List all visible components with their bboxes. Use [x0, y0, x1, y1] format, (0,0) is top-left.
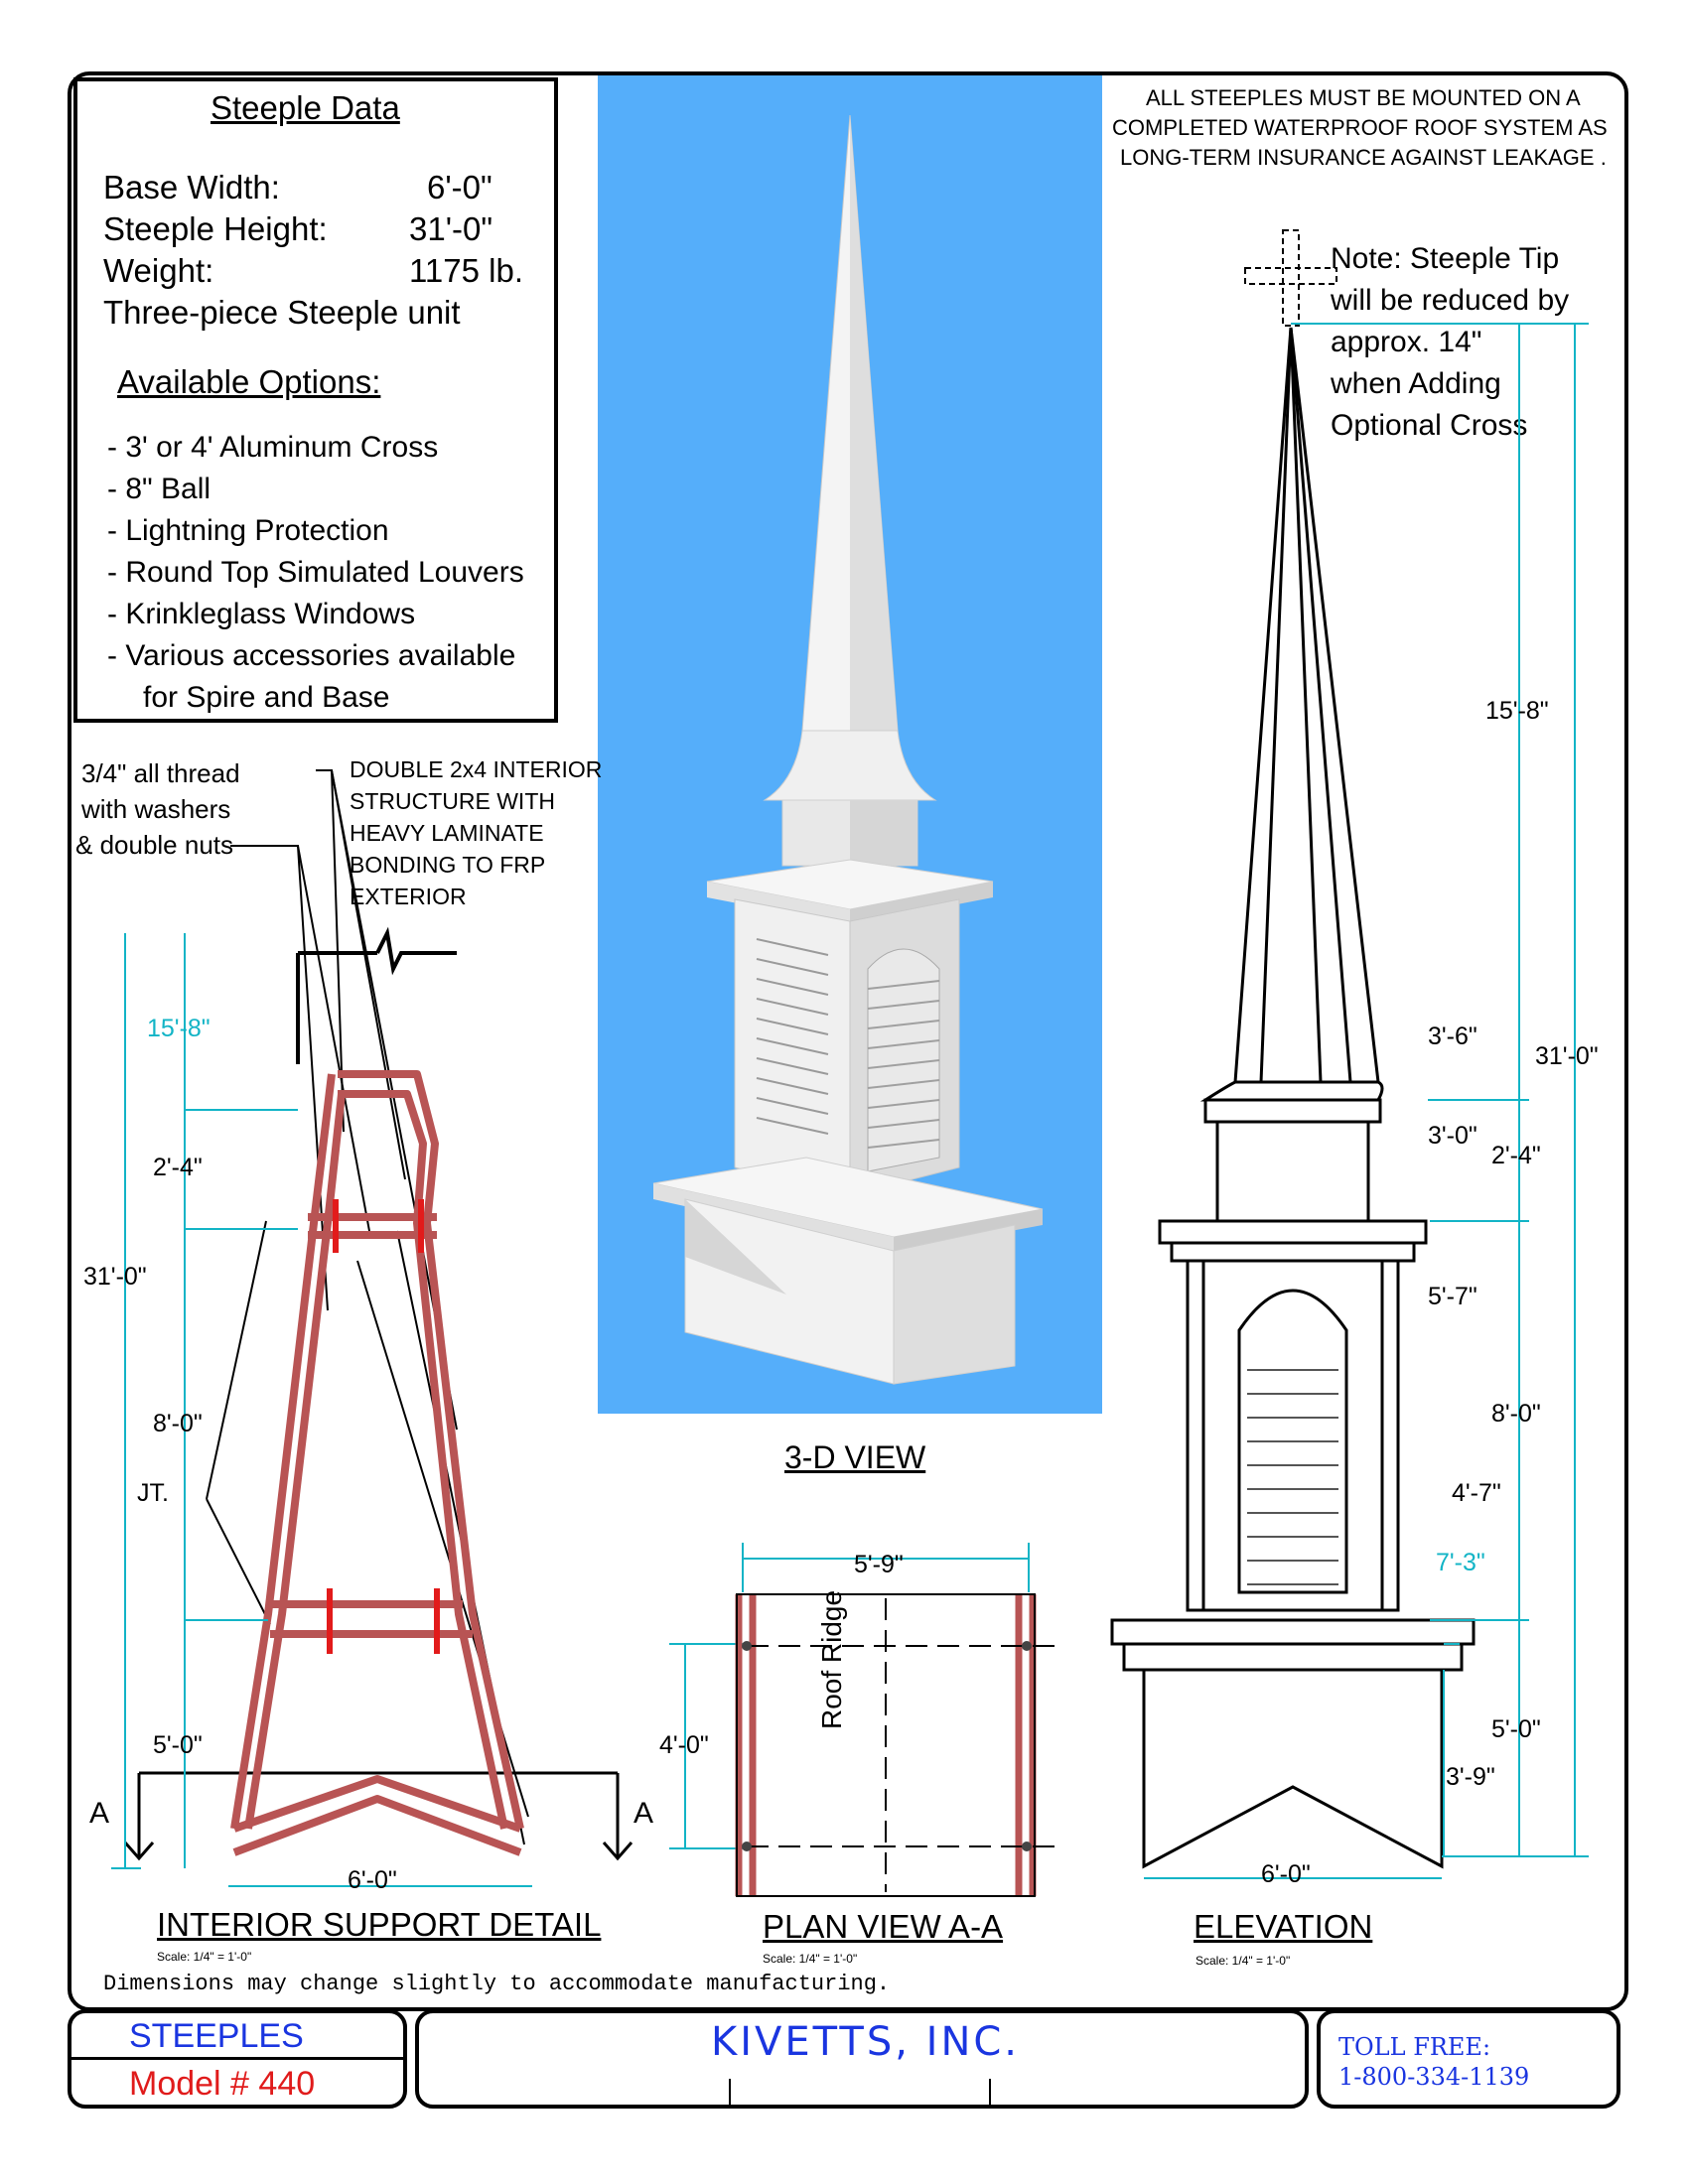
elevation-title: ELEVATION [1194, 1908, 1373, 1945]
elevation-belfry-top-dimension: 5'-7" [1428, 1283, 1477, 1310]
weight-label: Weight: [103, 252, 214, 289]
elevation-spire-base-dimension: 3'-6" [1428, 1023, 1477, 1050]
thread-note-line: 3/4" all thread [81, 758, 240, 788]
category-label: STEEPLES [129, 2017, 304, 2055]
options-title: Available Options: [117, 363, 381, 400]
elevation-scale: Scale: 1/4" = 1'-0" [1196, 1954, 1291, 1968]
interior-belfry-dimension: 8'-0" [153, 1410, 203, 1437]
structure-note-line: BONDING TO FRP [350, 852, 546, 878]
steeple-height-label: Steeple Height: [103, 210, 328, 247]
thread-note-line: with washers [81, 794, 231, 824]
3d-steeple-render [652, 114, 1044, 1385]
structure-note-line: DOUBLE 2x4 INTERIOR [350, 756, 603, 782]
elevation-belfry-dimension: 8'-0" [1491, 1400, 1541, 1428]
steeple-height-value: 31'-0" [409, 210, 493, 247]
weight-value: 1175 lb. [409, 252, 523, 289]
tip-note-line: Optional Cross [1331, 409, 1528, 442]
steeple-data-box: Steeple Data Base Width: 6'-0" Steeple H… [73, 77, 558, 723]
interior-neck-dimension: 2'-4" [153, 1154, 203, 1181]
elevation-base-top-dimension: 7'-3" [1436, 1549, 1485, 1576]
roof-ridge-label: Roof Ridge [816, 1589, 847, 1729]
structure-note-line: EXTERIOR [350, 884, 467, 909]
mount-note-line: LONG-TERM INSURANCE AGAINST LEAKAGE . [1120, 145, 1607, 170]
3d-view-panel [598, 75, 1102, 1414]
tip-note-line: when Adding [1331, 367, 1501, 400]
option-item: - Krinkleglass Windows [107, 598, 416, 630]
title-block-company: KIVETTS, INC. [415, 2009, 1309, 2109]
tip-note-line: Note: Steeple Tip [1331, 242, 1560, 275]
elevation-collar-dimension: 3'-0" [1428, 1122, 1477, 1150]
toll-free-label: TOLL FREE: [1338, 2033, 1491, 2061]
mount-note-line: COMPLETED WATERPROOF ROOF SYSTEM AS [1112, 115, 1608, 140]
option-item: - Various accessories available [107, 639, 516, 672]
plan-depth-dimension: 4'-0" [659, 1731, 709, 1759]
interior-scale: Scale: 1/4" = 1'-0" [157, 1950, 252, 1964]
steeple-data-title: Steeple Data [211, 89, 400, 126]
section-mark-left: A [89, 1797, 110, 1830]
elevation-spire-dimension: 15'-8" [1485, 697, 1549, 725]
disclaimer: Dimensions may change slightly to accomm… [103, 1972, 891, 1996]
interior-spire-dimension: 15'-8" [147, 1015, 211, 1042]
option-item: - 3' or 4' Aluminum Cross [107, 431, 439, 464]
joint-label: JT. [137, 1479, 169, 1507]
plan-scale: Scale: 1/4" = 1'-0" [763, 1952, 858, 1966]
section-mark-right: A [633, 1797, 654, 1830]
phone-number[interactable]: 1-800-334-1139 [1338, 2063, 1530, 2091]
interior-total-dimension: 31'-0" [83, 1263, 147, 1291]
option-item: for Spire and Base [143, 681, 390, 714]
interior-width-dimension: 6'-0" [348, 1866, 397, 1894]
base-width-label: Base Width: [103, 169, 280, 205]
plan-width-dimension: 5'-9" [854, 1551, 904, 1578]
model-number: Model # 440 [129, 2065, 316, 2103]
base-width-value: 6'-0" [427, 169, 492, 205]
unit-note: Three-piece Steeple unit [103, 294, 461, 331]
title-block-model: STEEPLES Model # 440 [68, 2009, 407, 2109]
option-item: - Round Top Simulated Louvers [107, 556, 524, 589]
title-block-contact: TOLL FREE: 1-800-334-1139 [1317, 2009, 1620, 2109]
elevation-base-dimension: 5'-0" [1491, 1715, 1541, 1743]
option-item: - 8" Ball [107, 473, 211, 505]
plan-view-title: PLAN VIEW A-A [763, 1908, 1004, 1945]
interior-base-dimension: 5'-0" [153, 1731, 203, 1759]
elevation-width-dimension: 6'-0" [1261, 1860, 1311, 1888]
mount-note-line: ALL STEEPLES MUST BE MOUNTED ON A [1146, 85, 1581, 110]
elevation-belfry-bottom-dimension: 4'-7" [1452, 1479, 1501, 1507]
elevation-neck-dimension: 2'-4" [1491, 1142, 1541, 1169]
elevation-total-dimension: 31'-0" [1535, 1042, 1599, 1070]
company-name: KIVETTS, INC. [711, 2019, 1021, 2065]
interior-support-title: INTERIOR SUPPORT DETAIL [157, 1906, 602, 1943]
structure-note-line: STRUCTURE WITH [350, 788, 555, 814]
option-item: - Lightning Protection [107, 514, 389, 547]
3d-view-title: 3-D VIEW [784, 1439, 926, 1475]
tip-note-line: will be reduced by [1331, 284, 1570, 317]
tip-note-line: approx. 14" [1331, 326, 1482, 358]
thread-note-line: & double nuts [75, 830, 234, 860]
elevation-base-side-dimension: 3'-9" [1446, 1763, 1495, 1791]
structure-note-line: HEAVY LAMINATE [350, 820, 544, 846]
